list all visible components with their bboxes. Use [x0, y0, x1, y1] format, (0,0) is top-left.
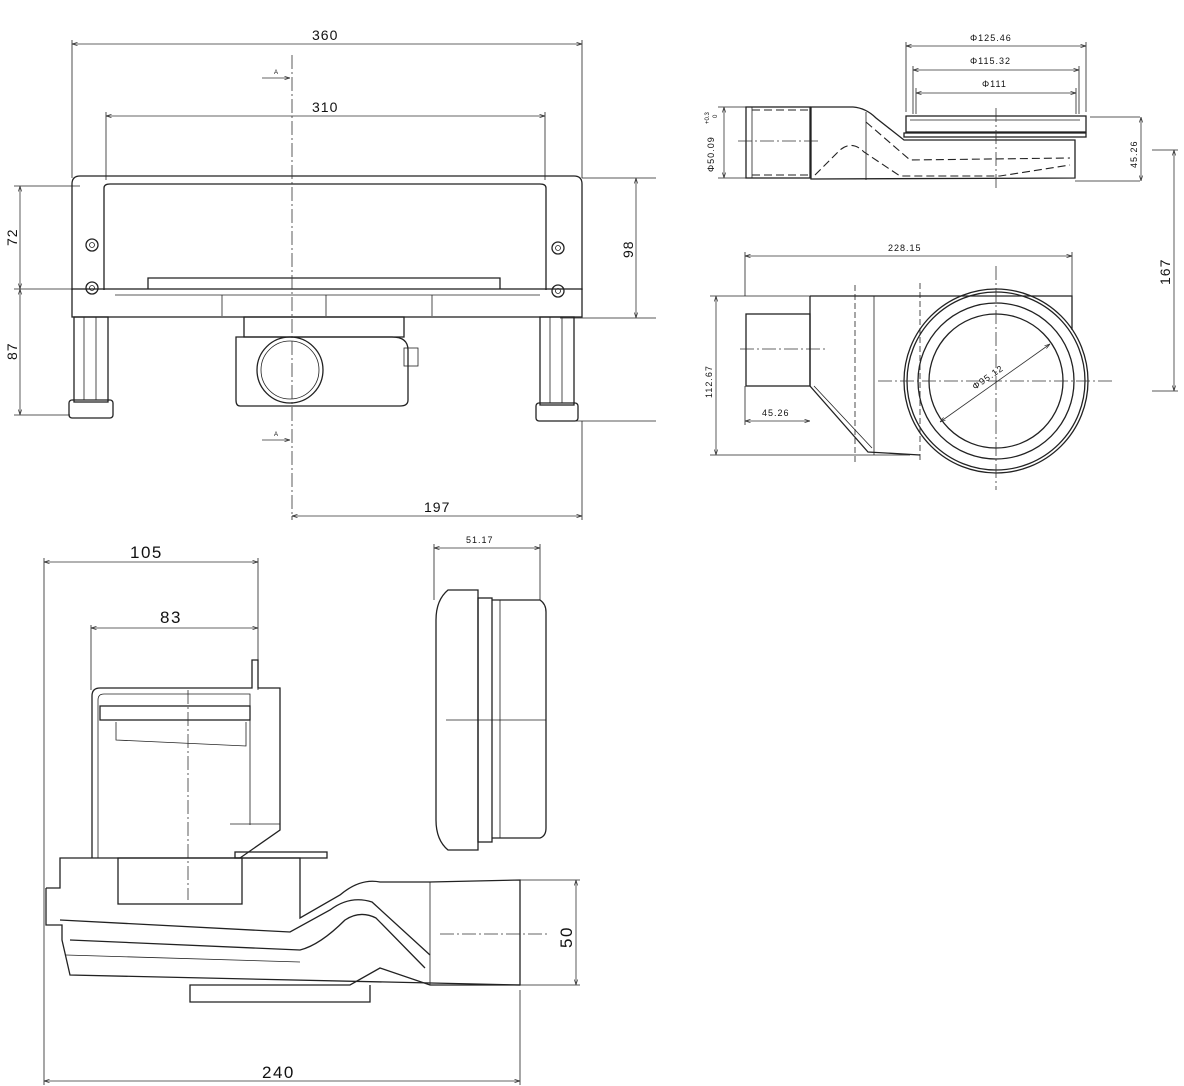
dim-310: 310: [312, 99, 338, 115]
dim-phi-125-46: Φ125.46: [970, 33, 1012, 43]
dim-50: 50: [557, 926, 576, 948]
section-marker-a-bottom: A: [274, 432, 278, 438]
section-view: 105 83 50 240: [43, 543, 580, 1085]
ring-view: 51.17: [433, 535, 547, 851]
dim-240: 240: [262, 1063, 295, 1082]
dim-phi-95-12: Φ95.12: [970, 363, 1005, 392]
dim-98: 98: [620, 240, 636, 258]
plan-view: 228.15 112.67 45.26 Φ95.12: [704, 243, 1112, 490]
dim-45-26-side: 45.26: [1129, 140, 1139, 168]
dim-167: 167: [1157, 259, 1173, 285]
dim-228-15: 228.15: [888, 243, 922, 253]
dim-phi-115-32: Φ115.32: [970, 56, 1011, 66]
dim-197: 197: [424, 499, 450, 515]
dim-112-67: 112.67: [704, 365, 714, 398]
dim-83: 83: [160, 608, 182, 627]
dim-105: 105: [130, 543, 163, 562]
dim-72: 72: [4, 228, 20, 246]
legs: [68, 316, 579, 422]
tolerance-lower: 0: [713, 114, 719, 118]
dim-45-26-plan: 45.26: [762, 408, 790, 418]
dim-phi-111: Φ111: [982, 79, 1007, 89]
side-view: Φ125.46 Φ115.32 Φ111 Φ50.09 +0.3 0 45.26…: [705, 33, 1178, 392]
dim-phi-50-09: Φ50.09: [706, 136, 716, 172]
bolt-icons: [85, 238, 565, 298]
dim-87: 87: [4, 342, 20, 360]
section-marker-a-top: A: [274, 70, 278, 76]
front-view: 360 310 72 87 98: [4, 27, 656, 520]
tolerance-upper: +0.3: [705, 111, 711, 124]
dim-360: 360: [312, 27, 338, 43]
dim-51-17: 51.17: [466, 535, 494, 545]
